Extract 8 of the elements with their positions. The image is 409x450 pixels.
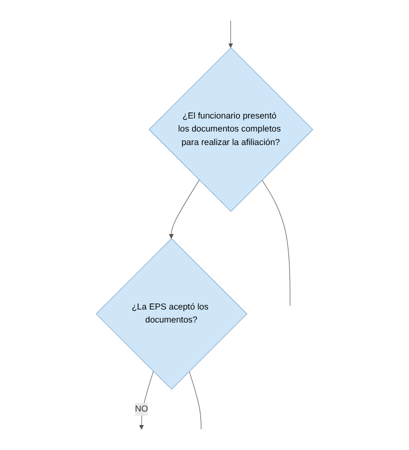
arrow xyxy=(228,20,234,48)
connector xyxy=(188,371,202,430)
arrow xyxy=(139,371,154,430)
edge-label: NO xyxy=(134,404,148,414)
node-diamond: ¿La EPS aceptó los documentos? xyxy=(96,238,248,390)
node-diamond: ¿El funcionario presentó los documentos completos para realizar la afiliación? xyxy=(148,47,314,212)
arrow xyxy=(168,180,200,239)
connector xyxy=(262,180,290,306)
